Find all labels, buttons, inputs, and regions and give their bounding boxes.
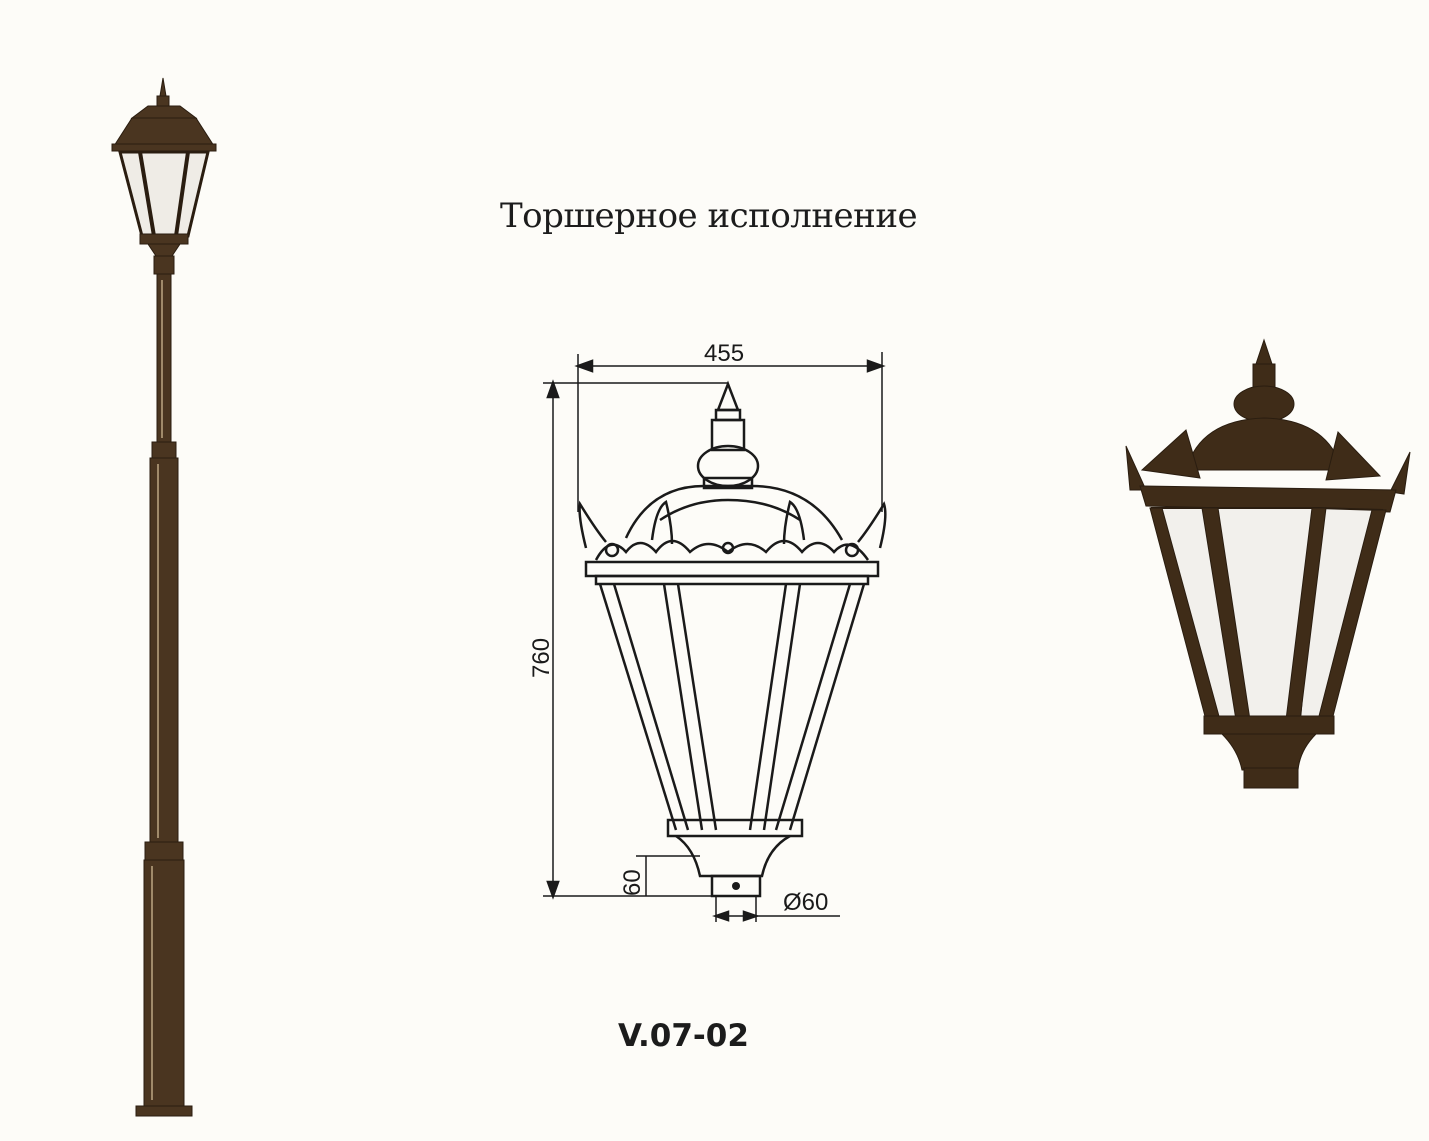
model-number: V.07-02 <box>618 1018 749 1054</box>
lamp-post-illustration <box>111 77 217 1117</box>
page-title: Торшерное исполнение <box>500 196 918 236</box>
base-height-dimension-label: 60 <box>619 869 646 896</box>
technical-drawing <box>543 352 887 922</box>
width-dimension-label: 455 <box>704 340 744 367</box>
height-dimension-label: 760 <box>528 638 555 678</box>
diameter-dimension-label: Ø60 <box>783 889 828 916</box>
lantern-head-illustration <box>1125 338 1411 789</box>
